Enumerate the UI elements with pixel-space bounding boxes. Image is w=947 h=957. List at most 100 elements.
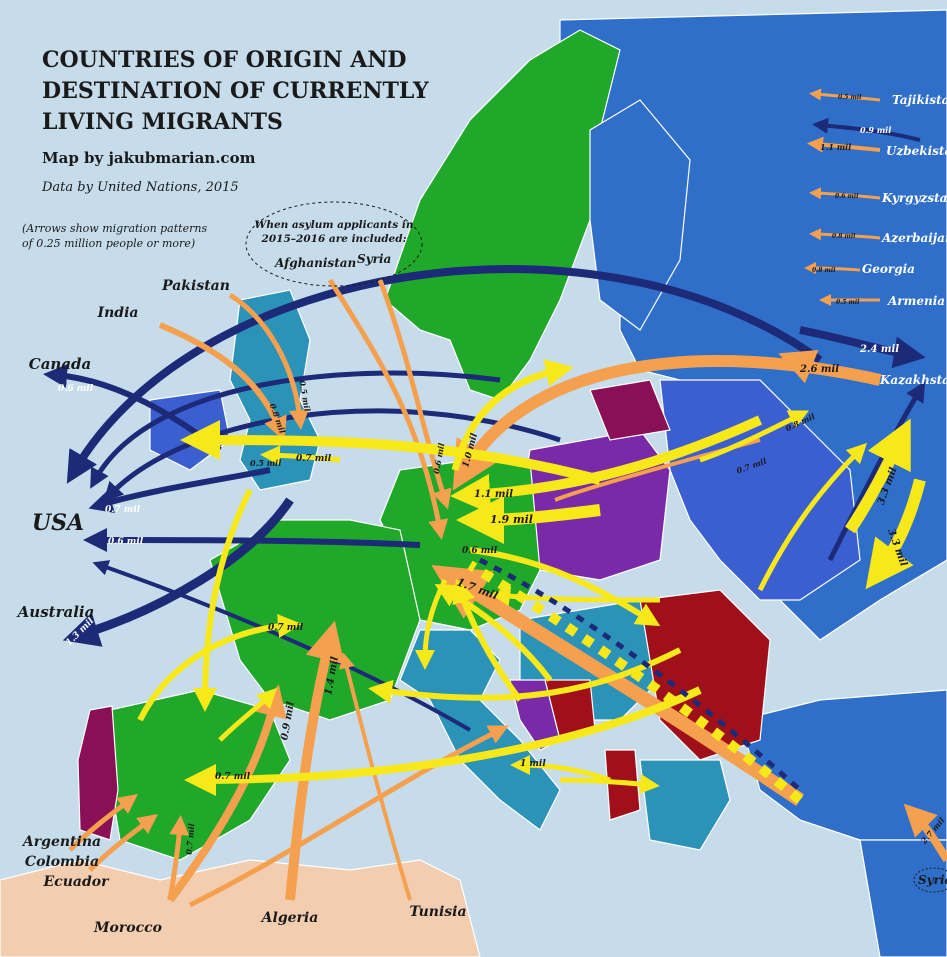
country-lithuania xyxy=(589,379,671,441)
country-france xyxy=(209,519,421,721)
arrow-pl-uk xyxy=(180,420,602,485)
title-line2: DESTINATION OF CURRENTLY xyxy=(42,78,429,104)
arrow-ro-de xyxy=(490,586,661,607)
arrow-algeria-fr xyxy=(285,620,345,901)
country-ukraine xyxy=(659,379,861,601)
country-greece xyxy=(639,759,731,851)
asylum-line1: When asylum applicants in xyxy=(255,219,414,231)
arrow-morocco-it xyxy=(188,725,509,908)
label-australia: Australia xyxy=(16,603,95,621)
arrow-uk-australia xyxy=(62,497,294,647)
arrow-latam-es-2 xyxy=(88,813,158,872)
label-india: India xyxy=(97,305,139,321)
arrow-uk-es xyxy=(193,488,253,712)
amt-uk-05a: 0.5 mil xyxy=(250,458,281,468)
label-uzbekistan: Uzbekistan xyxy=(886,144,947,158)
credit-data-by: Data by United Nations, 2015 xyxy=(41,180,239,195)
credit-map-by: Map by jakubmarian.com xyxy=(42,149,256,167)
label-syria: Syria xyxy=(918,873,947,887)
amt-uk-07: 0.7 mil xyxy=(296,454,332,464)
arrow-pl-uk-small xyxy=(260,445,341,466)
label-canada: Canada xyxy=(29,355,92,373)
amt-fr-07: 0.7 mil xyxy=(268,623,304,633)
label-syria-top: Syria xyxy=(357,252,391,266)
label-pakistan: Pakistan xyxy=(161,278,230,294)
label-armenia: Armenia xyxy=(887,294,945,308)
title-line1: COUNTRIES OF ORIGIN AND xyxy=(42,47,407,73)
arrow-de-scan xyxy=(451,359,574,471)
arrow-russia-usa xyxy=(66,265,823,484)
syria-box xyxy=(913,867,947,893)
arrow-ua-ru-1 xyxy=(845,418,911,534)
amt-usa-07: 0.7 mil xyxy=(105,505,141,515)
label-kyrgyzstan: Kyrgyzstan xyxy=(881,191,947,205)
arrow-pt-fr xyxy=(137,614,302,722)
note-line2: of 0.25 million people or more) xyxy=(22,237,195,250)
label-tajikistan: Tajikistan xyxy=(892,93,947,107)
label-argentina: Argentina xyxy=(21,834,101,850)
arrow-uz-russia xyxy=(812,117,921,142)
title-line3: LIVING MIGRANTS xyxy=(42,109,283,135)
arrow-india-uk xyxy=(158,322,287,442)
arrow-de-tr-dashed xyxy=(478,557,802,792)
arrow-ro-es xyxy=(184,686,702,796)
amt-kz-26: 2.6 mil xyxy=(799,364,839,375)
arrow-afghanistan-de xyxy=(327,278,449,540)
amt-kg-06: 0.6 mil xyxy=(835,193,859,200)
arrow-sy-tr xyxy=(903,803,947,863)
arrow-uk-usa-07 xyxy=(88,467,271,514)
asylum-line2: 2015–2016 are included: xyxy=(261,233,407,245)
label-tunisia: Tunisia xyxy=(409,904,466,920)
arrow-tr-de-striped xyxy=(467,560,804,804)
label-kazakhstan: Kazakhstan xyxy=(879,373,947,387)
arrow-pakistan-uk xyxy=(228,292,309,430)
label-algeria: Algeria xyxy=(260,910,319,926)
label-morocco: Morocco xyxy=(93,920,162,936)
amt-az-08: 0.8 mil xyxy=(832,233,856,240)
arrow-ge-ru xyxy=(804,262,861,275)
amt-de-11: 1.1 mil xyxy=(474,489,513,500)
arrow-es-fr xyxy=(218,687,278,742)
arrow-pl-de xyxy=(456,495,601,544)
arrow-ru-de xyxy=(450,415,763,514)
amt-ge-08: 0.8 mil xyxy=(812,267,836,274)
amt-kz-24: 2.4 mil xyxy=(859,344,899,355)
asylum-box xyxy=(245,201,423,287)
region-north-africa xyxy=(0,859,481,957)
arrow-de-it xyxy=(415,578,448,670)
label-ecuador: Ecuador xyxy=(43,874,111,890)
label-azerbaijan: Azerbaijan xyxy=(881,231,947,245)
arrow-ru-kz-orange xyxy=(778,349,881,385)
amt-de-19: 1.9 mil xyxy=(490,513,533,526)
country-finland xyxy=(589,99,691,331)
arrow-uz-ru xyxy=(807,136,881,153)
arrow-tunisia-fr xyxy=(339,652,412,901)
country-portugal xyxy=(77,705,119,841)
arrow-tj-ru xyxy=(809,88,881,102)
arrow-ua-ro xyxy=(757,442,868,592)
arrow-morocco-fr xyxy=(166,684,287,903)
amt-ma-07: 0.7 mil xyxy=(184,823,197,855)
arrow-kg-ru xyxy=(809,187,881,200)
country-syria-area xyxy=(859,839,947,957)
arrow-balk-de-2 xyxy=(434,584,553,682)
note-line1: (Arrows show migration patterns xyxy=(22,222,207,235)
amt-de-06b: 0.6 mil xyxy=(462,546,498,556)
arrow-al-it xyxy=(510,755,611,783)
amt-canada-06: 0.6 mil xyxy=(58,384,94,394)
amt-am-05: 0.5 mil xyxy=(836,299,860,306)
label-georgia: Georgia xyxy=(862,262,915,276)
arrow-latam-es-1 xyxy=(68,793,138,852)
arrow-kz-russia xyxy=(799,326,926,369)
amt-uz-11: 1.1 mil xyxy=(820,142,851,152)
arrow-az-ru xyxy=(809,228,881,241)
arrow-ru-ua-1 xyxy=(865,478,926,590)
arrow-syria-de xyxy=(377,279,452,510)
label-afghanistan: Afghanistan xyxy=(274,256,356,270)
amt-it-1: 1 mil xyxy=(520,759,546,769)
amt-usa-06: 0.6 mil xyxy=(108,537,144,547)
arrow-de-ru-06 xyxy=(469,547,661,627)
label-colombia: Colombia xyxy=(25,854,99,870)
amt-es-07: 0.7 mil xyxy=(215,772,251,782)
